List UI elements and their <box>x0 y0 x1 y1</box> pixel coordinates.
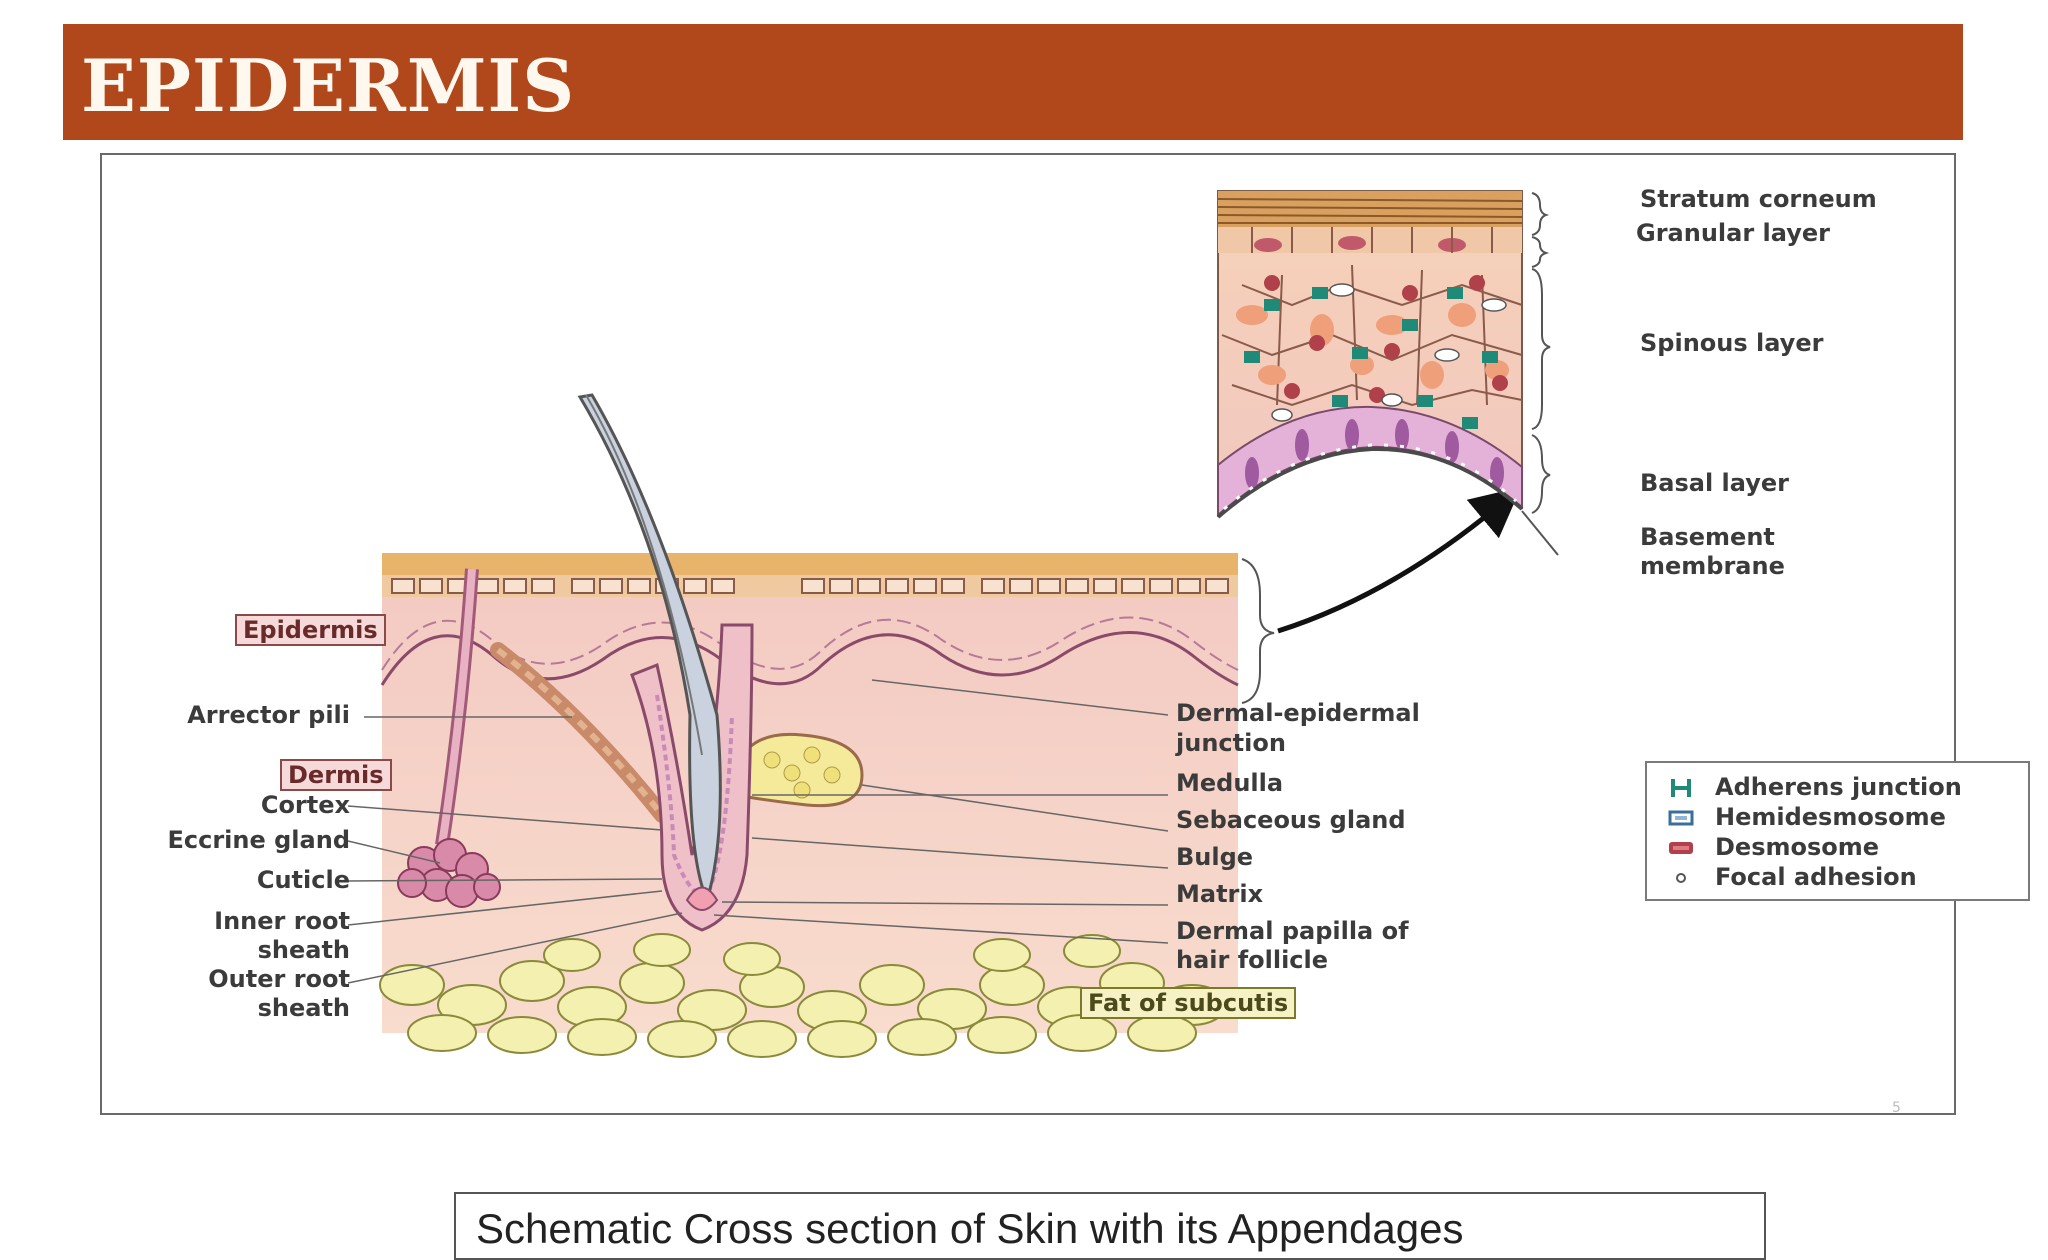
label-stratum-corneum: Stratum corneum <box>1640 185 1877 213</box>
inset-nuclei <box>1236 303 1509 389</box>
inset-basement-membrane <box>1216 446 1524 519</box>
label-papilla-2: hair follicle <box>1176 946 1329 974</box>
title-banner: EPIDERMIS <box>63 24 1963 140</box>
label-cortex: Cortex <box>260 791 350 819</box>
hair-follicle <box>577 393 754 932</box>
label-inner-root-2: sheath <box>257 936 350 964</box>
figure-caption: Schematic Cross section of Skin with its… <box>476 1205 1464 1252</box>
label-bulge: Bulge <box>1176 843 1254 871</box>
label-inner-root-1: Inner root <box>214 907 350 935</box>
inset-junctions <box>1244 275 1508 429</box>
label-basement-1: Basement <box>1640 523 1775 551</box>
epidermis-brace <box>1241 558 1275 704</box>
label-granular-layer: Granular layer <box>1636 219 1830 247</box>
label-papilla-1: Dermal papilla of <box>1176 917 1409 945</box>
junction-legend: Adherens junction Hemidesmosome Desmosom… <box>1645 761 2030 901</box>
legend-label: Focal adhesion <box>1715 863 1917 891</box>
label-matrix: Matrix <box>1176 880 1264 908</box>
label-medulla: Medulla <box>1176 769 1284 797</box>
epidermis-inset <box>1216 190 1524 519</box>
stratum-corneum-band <box>382 553 1238 575</box>
legend-label: Hemidesmosome <box>1715 803 1946 831</box>
zoom-arrow <box>1277 486 1522 634</box>
granular-cells <box>391 578 1229 594</box>
legend-label: Adherens junction <box>1715 773 1962 801</box>
label-basement-2: membrane <box>1640 552 1785 580</box>
skin-block <box>380 553 1239 1033</box>
page-number: 5 <box>1892 1100 1901 1116</box>
epidermis-label-box: Epidermis <box>235 614 386 646</box>
label-dej-1: Dermal-epidermal <box>1176 699 1420 727</box>
leader-lines <box>347 679 1169 984</box>
skin-diagram <box>347 190 1559 1058</box>
label-dej-2: junction <box>1176 729 1286 757</box>
hemidesmosome-icon <box>1668 810 1694 826</box>
label-sebaceous-gland: Sebaceous gland <box>1176 806 1406 834</box>
desmosome-icon <box>1669 842 1693 854</box>
fat-label-box: Fat of subcutis <box>1080 987 1297 1019</box>
inset-braces <box>1521 192 1559 556</box>
eccrine-gland <box>397 568 501 908</box>
page-title: EPIDERMIS <box>81 43 576 128</box>
label-spinous-layer: Spinous layer <box>1640 329 1824 357</box>
dermis-label-box: Dermis <box>280 759 392 791</box>
subcutaneous-fat <box>379 933 1227 1058</box>
label-basal-layer: Basal layer <box>1640 469 1789 497</box>
figure-caption-box: Schematic Cross section of Skin with its… <box>454 1192 1766 1260</box>
label-cuticle: Cuticle <box>256 866 350 894</box>
sebaceous-gland <box>735 732 864 808</box>
label-eccrine-gland: Eccrine gland <box>167 826 351 854</box>
label-outer-root-1: Outer root <box>208 965 350 993</box>
dermal-papilla <box>685 886 719 911</box>
label-outer-root-2: sheath <box>257 994 350 1022</box>
focal-adhesion-icon <box>1676 873 1686 883</box>
adherens-junction-icon <box>1671 779 1691 797</box>
legend-label: Desmosome <box>1715 833 1880 861</box>
figure-frame: Epidermis Dermis Fat of subcutis Arrecto… <box>100 153 2030 1260</box>
label-arrector-pili: Arrector pili <box>187 701 350 729</box>
